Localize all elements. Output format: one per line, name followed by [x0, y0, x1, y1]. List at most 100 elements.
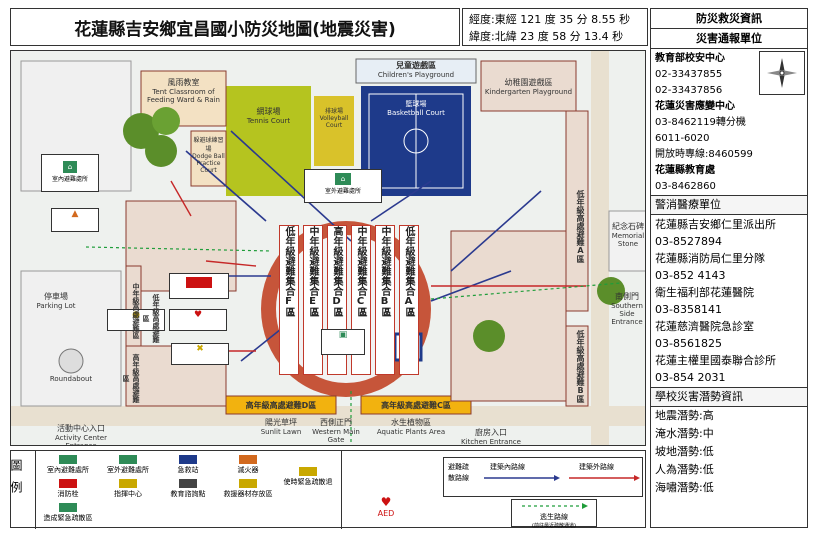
risk-line: 淹水潛勢:中: [655, 427, 714, 440]
legend-label: 使時緊急疏散退: [283, 478, 333, 486]
escape-legend-box: 逃生路線 (前往最近疏散通道): [511, 499, 597, 529]
report-line: 開放時專線:8460599: [655, 149, 753, 160]
west-gate-label: 西側正門: [320, 418, 352, 427]
legend-label: 救援器材存放區: [223, 490, 273, 498]
legend-label: 急救站: [177, 466, 199, 474]
legend-item: 消防栓: [39, 479, 97, 499]
legend-label: 消防栓: [57, 490, 79, 498]
legend-item: 救援器材存放區: [219, 479, 277, 499]
indoor-shelter-label: 室內避難處所: [51, 176, 88, 183]
indoor-shelter-icon: ⌂: [63, 161, 77, 173]
panel-header-risk: 學校災害潛勢資訊: [651, 387, 807, 407]
risk-line: 地震潛勢:高: [655, 409, 714, 422]
report-line: 03-8462860: [655, 181, 716, 192]
extinguisher-sign: ▲: [51, 208, 99, 232]
longitude: 經度:東經 121 度 35 分 8.55 秒: [469, 13, 631, 26]
risk-line: 海嘯潛勢:低: [655, 481, 714, 494]
gathering-zones: 低年級避難集合F區中年級避難集合E區高年級避難集合D區中年級避難集合C區中年級避…: [279, 219, 419, 389]
outdoor-shelter-icon: ⌂: [335, 173, 351, 185]
risk-line: 人為潛勢:低: [655, 463, 714, 476]
dodge-label-en: Dodge Ball Practice Court: [192, 153, 225, 174]
legend-label: 室內避難處所: [47, 466, 89, 474]
legend-item: 室內避難處所: [39, 455, 97, 475]
activity-center-label: 活動中心入口: [57, 424, 105, 433]
route-in-label: 建築內路線: [490, 463, 525, 471]
dodge-label: 躲避球練習場: [193, 137, 224, 153]
hydrant-icon-2: ▣: [338, 330, 348, 340]
outdoor-shelter-sign: ⌂ 室外避難處所: [304, 169, 382, 203]
hydrant-icon: [186, 277, 212, 288]
high-evac-c-label: 高年級高處避難C區: [381, 401, 451, 410]
legend-icon: [299, 467, 317, 476]
kitchen-label-en: Kitchen Entrance: [461, 438, 521, 446]
aed-legend-label: AED: [377, 509, 395, 518]
aed-sign: ♥: [169, 309, 227, 331]
legend: 圖例 室內避難處所室外避難處所急救站滅火器消防栓指揮中心教育諮詢點救援器材存放區…: [9, 450, 646, 529]
kinder-label: 幼稚園遊戲區: [504, 78, 553, 87]
panel-header-emergency: 警消醫療單位: [651, 195, 807, 215]
rain-classroom-label-en: Tent Classroom of Feeding Ward & Rain: [146, 88, 220, 104]
emergency-line: 花蓮縣吉安鄉仁里派出所: [655, 218, 776, 231]
emergency-line: 花蓮縣消防局仁里分隊: [655, 252, 765, 265]
legend-item: 教育諮詢點: [159, 479, 217, 499]
legend-label: 室外避難處所: [107, 466, 149, 474]
tennis-label-en: Tennis Court: [246, 117, 291, 125]
parking-label-en: Parking Lot: [36, 302, 76, 310]
aquatic-label-en: Aquatic Plants Area: [376, 428, 446, 436]
kinder-label-en: Kindergarten Playground: [484, 88, 573, 96]
escape-route-sub: (前往最近疏散通道): [532, 523, 576, 529]
aquatic-label: 水生植物區: [391, 418, 431, 427]
legend-item: 急救站: [159, 455, 217, 475]
sunlit-lawn-label: 陽光草坪: [265, 418, 297, 427]
memorial-label-en: Memorial Stone: [611, 232, 645, 248]
extinguisher-icon: ▲: [71, 209, 79, 219]
outdoor-shelter-label: 室外避難處所: [324, 188, 361, 195]
legend-icon: [239, 479, 257, 488]
mid-evac-left-label: 中年級高處避難區: [132, 283, 140, 339]
aed-legend-icon: ♥: [380, 495, 392, 509]
legend-item: 使時緊急疏散退: [279, 467, 337, 487]
legend-icon: [59, 479, 77, 488]
tennis-label: 網球場: [256, 107, 281, 116]
legend-title: 圖例: [9, 459, 23, 503]
legend-icon: [59, 503, 77, 512]
command-icon: ●: [132, 310, 140, 320]
panel-header-rescue: 防災救災資訊: [651, 9, 807, 29]
compass-icon: [759, 51, 805, 95]
risk-line: 坡地潛勢:低: [655, 445, 714, 458]
hydrant-sign-2: ▣: [321, 329, 365, 355]
low-evac-left-label: 低年級高處避難區: [142, 294, 160, 343]
legend-label: 造成緊急疏散區: [43, 514, 93, 522]
low-evac-b-label: 低年級高處避難B區: [576, 329, 585, 403]
panel-header-report: 災害通報單位: [651, 29, 807, 49]
west-gate-label-en: Western Main Gate: [312, 428, 360, 444]
emergency-line: 03-854 2031: [655, 371, 726, 384]
rain-classroom-label: 風雨教室: [167, 78, 200, 87]
report-line: 花蓮縣教育處: [655, 165, 715, 176]
coordinates-box: 經度:東經 121 度 35 分 8.55 秒 緯度:北緯 23 度 58 分 …: [462, 8, 648, 46]
legend-icon: [59, 455, 77, 464]
report-line: 03-8462119轉分機6011-6020: [655, 117, 746, 144]
gather-zone: 中年級避難集合E區: [303, 225, 323, 375]
rescue-equip-icon: ✖: [196, 344, 204, 354]
legend-label: 教育諮詢點: [170, 490, 206, 498]
playground-label: 兒童遊戲區: [396, 61, 436, 70]
activity-center-label-en: Activity Center Entrance: [55, 434, 107, 446]
emergency-line: 花蓮慈濟醫院急診室: [655, 320, 754, 333]
route-legend-box: 避難疏散路線 建築內路線 建築外路線: [443, 457, 643, 497]
emergency-line: 花蓮主權里國泰聯合診所: [655, 354, 776, 367]
high-evac-d-label: 高年級高處避難D區: [245, 401, 317, 410]
south-gate-label: 南側門: [615, 292, 639, 301]
route-legend-lines: [484, 475, 640, 481]
roundabout-label: Roundabout: [49, 375, 93, 383]
gather-zone: 中年級避難集合B區: [375, 225, 395, 375]
escape-route-line: [522, 503, 588, 509]
playground-label-en: Children's Playground: [377, 71, 455, 79]
legend-icon: [239, 455, 257, 464]
latitude: 緯度:北緯 23 度 58 分 13.4 秒: [469, 30, 624, 43]
legend-label: 滅火器: [237, 466, 259, 474]
gather-zone: 低年級避難集合A區: [399, 225, 419, 375]
legend-icon: [119, 455, 137, 464]
south-gate-label-en: Southern Side Entrance: [611, 302, 643, 326]
